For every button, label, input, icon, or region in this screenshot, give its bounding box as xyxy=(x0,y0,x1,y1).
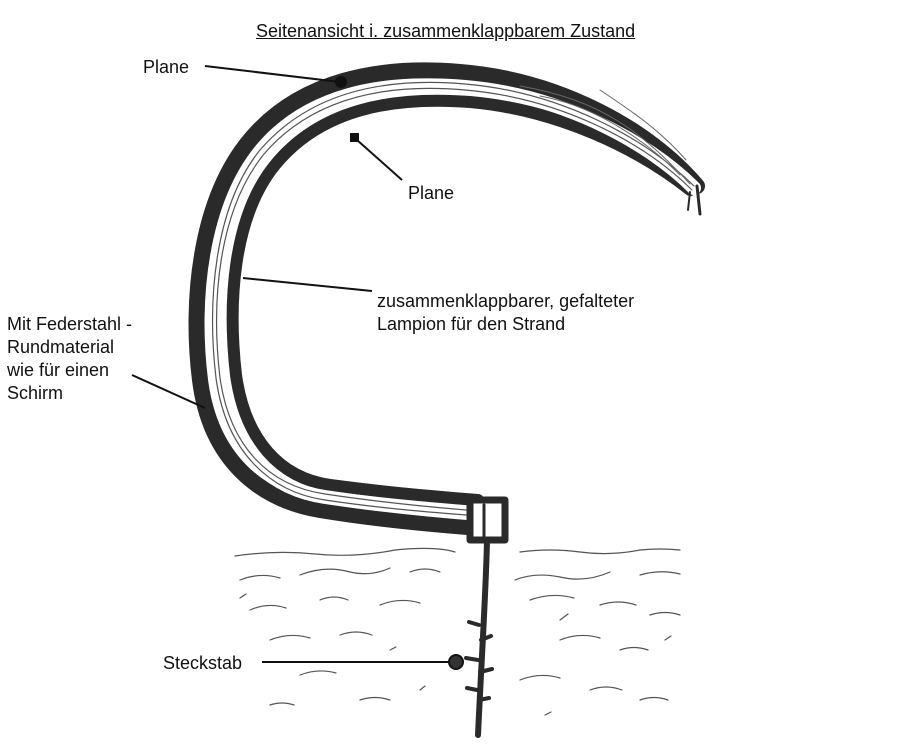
lampion-inner-band xyxy=(226,94,696,506)
label-spring-line4: Schirm xyxy=(7,383,64,403)
label-spring-line2: Rundmaterial xyxy=(7,337,115,357)
marker-plane-top xyxy=(335,76,347,88)
label-plane-top: Plane xyxy=(143,57,190,77)
label-spring-line1: Mit Federstahl - xyxy=(7,314,133,334)
leader-plane-top xyxy=(204,65,341,83)
label-lampion-line2: Lampion für den Strand xyxy=(377,314,566,334)
sand-texture xyxy=(234,547,681,716)
leader-plane-inner xyxy=(356,139,403,181)
diagram-title: Seitenansicht i. zusammenklappbarem Zust… xyxy=(256,21,636,41)
leader-lines xyxy=(131,65,464,670)
label-plane-inner: Plane xyxy=(408,183,455,203)
marker-plane-inner xyxy=(350,133,359,142)
leader-spring xyxy=(131,374,206,409)
lampion-outer-band xyxy=(188,62,705,536)
steckstab-stake xyxy=(464,537,494,738)
label-lampion-line1: zusammenklappbarer, gefalteter xyxy=(377,291,635,311)
marker-steckstab xyxy=(448,654,464,670)
socket-box xyxy=(466,496,509,544)
leader-lampion xyxy=(242,277,373,292)
label-spring-line3: wie für einen xyxy=(7,360,110,380)
folded-lampion xyxy=(188,62,705,544)
label-steckstab: Steckstab xyxy=(163,653,243,673)
